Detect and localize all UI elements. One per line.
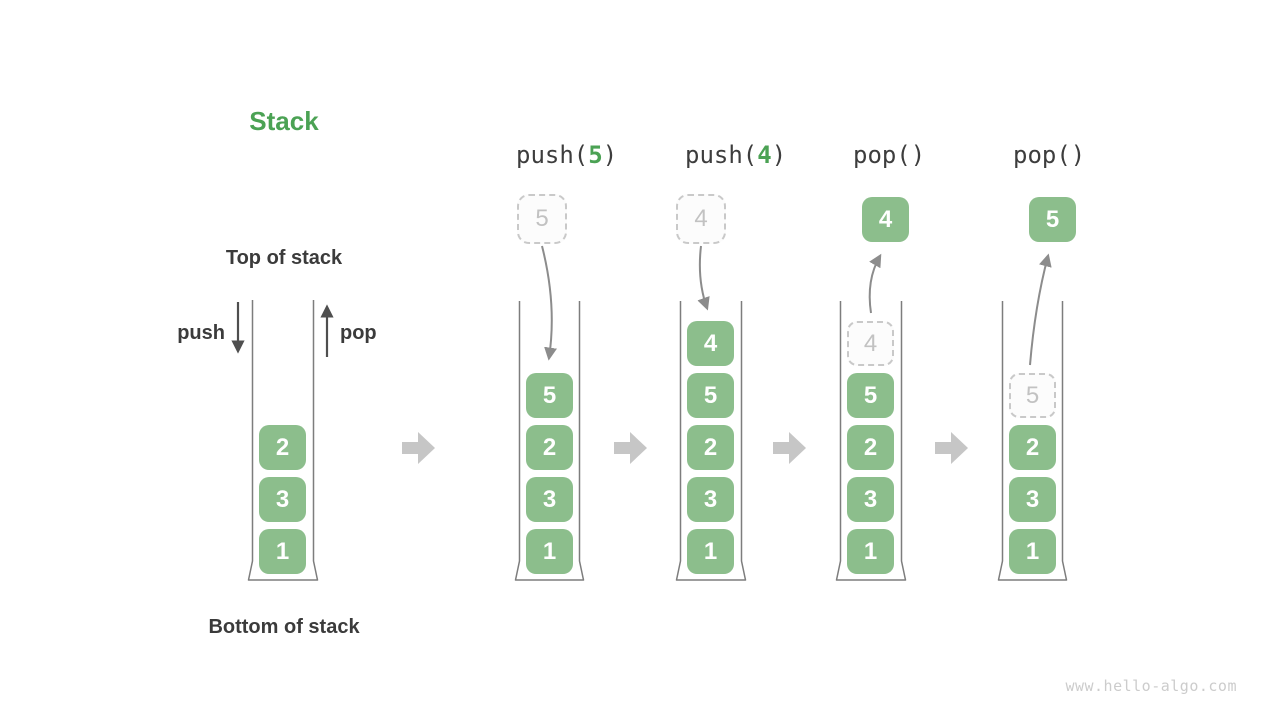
stack-cell: 5 <box>847 373 894 418</box>
stack-cell: 5 <box>526 373 573 418</box>
ghost-cell: 4 <box>847 321 894 366</box>
stack-cell: 4 <box>687 321 734 366</box>
top-of-stack-label: Top of stack <box>225 247 343 269</box>
stack-cell: 1 <box>847 529 894 574</box>
label-text: ) <box>771 141 787 169</box>
ghost-cell: 5 <box>1009 373 1056 418</box>
step-label-pop2: pop() <box>1013 141 1086 169</box>
flow-arrow-3 <box>773 432 806 464</box>
stack-cell: 3 <box>1009 477 1056 522</box>
container-outline-step4 <box>997 301 1068 581</box>
incoming-value-box: 5 <box>517 194 567 244</box>
container-outline-step1 <box>514 301 585 581</box>
container-outline-step3 <box>835 301 907 581</box>
stack-cell: 3 <box>847 477 894 522</box>
stack-cell: 3 <box>259 477 306 522</box>
pop-label: pop <box>340 322 377 344</box>
container-outline-legend <box>247 300 319 581</box>
popped-value-box: 5 <box>1029 197 1076 242</box>
stack-cell: 3 <box>687 477 734 522</box>
stack-cell: 5 <box>687 373 734 418</box>
step-label-pop1: pop() <box>853 141 926 169</box>
flow-arrow-4 <box>935 432 968 464</box>
stack-cell: 2 <box>1009 425 1056 470</box>
label-text: push( <box>516 141 589 169</box>
pop5-curve-arrow <box>1029 253 1052 366</box>
bottom-of-stack-label: Bottom of stack <box>208 616 360 638</box>
stack-cell: 3 <box>526 477 573 522</box>
watermark: www.hello-algo.com <box>1065 677 1237 695</box>
container-outline-step2 <box>675 301 747 581</box>
step-label-push4: push(4) <box>685 141 786 169</box>
stack-cell: 2 <box>259 425 306 470</box>
label-text: push( <box>685 141 758 169</box>
stack-cell: 1 <box>526 529 573 574</box>
label-text: ) <box>602 141 618 169</box>
stack-cell: 1 <box>1009 529 1056 574</box>
push-label: push <box>177 322 225 344</box>
flow-arrow-2 <box>614 432 647 464</box>
stack-cell: 1 <box>687 529 734 574</box>
incoming-value-box: 4 <box>676 194 726 244</box>
step-label-push5: push(5) <box>516 141 617 169</box>
label-arg: 4 <box>757 141 772 169</box>
diagram-title: Stack <box>249 106 319 136</box>
push4-curve-arrow <box>697 245 710 311</box>
label-arg: 5 <box>588 141 603 169</box>
stack-cell: 1 <box>259 529 306 574</box>
pop4-curve-arrow <box>868 253 882 314</box>
stack-cell: 2 <box>847 425 894 470</box>
push5-curve-arrow <box>541 245 557 361</box>
flow-arrow-1 <box>402 432 435 464</box>
stack-cell: 2 <box>526 425 573 470</box>
popped-value-box: 4 <box>862 197 909 242</box>
stack-cell: 2 <box>687 425 734 470</box>
